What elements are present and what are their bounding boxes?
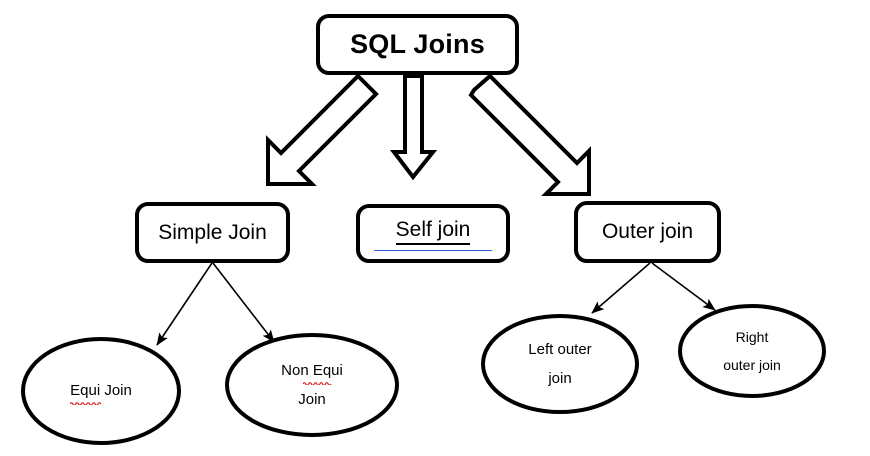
arrow-outer-to-right — [651, 262, 716, 311]
node-self-join[interactable] — [356, 204, 510, 263]
node-outer-join[interactable] — [574, 201, 721, 263]
node-equi-join[interactable] — [21, 337, 181, 445]
arrow-simple-to-equi — [156, 262, 213, 346]
node-simple-join[interactable] — [135, 202, 290, 263]
node-non-equi-join[interactable] — [225, 333, 399, 437]
arrow-root-to-self — [389, 74, 438, 181]
arrow-root-to-simple — [266, 73, 379, 186]
node-right-outer-join[interactable] — [678, 304, 826, 398]
arrow-simple-to-nonequi — [212, 262, 275, 343]
arrow-outer-to-left — [591, 262, 651, 314]
arrow-root-to-outer — [468, 73, 591, 196]
node-sql-joins[interactable] — [316, 14, 519, 75]
node-left-outer-join[interactable] — [481, 314, 639, 414]
